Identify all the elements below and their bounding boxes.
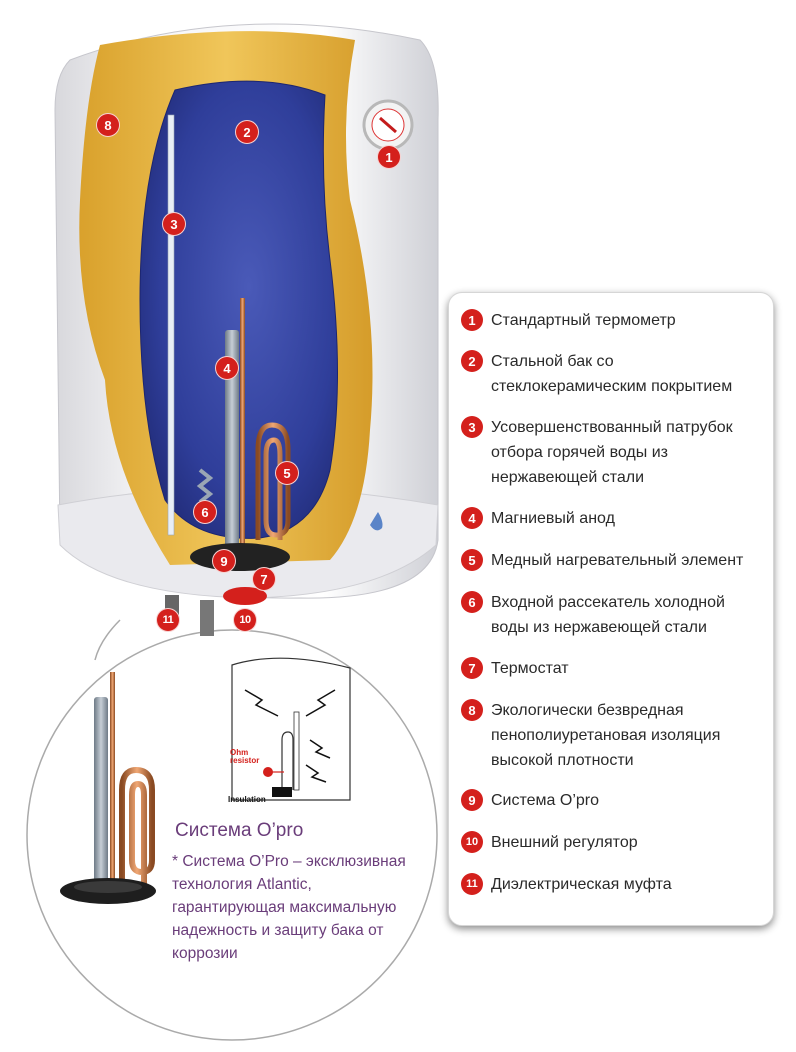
inset-lightning-2 <box>305 689 336 717</box>
opro-title: Система O’pro <box>175 820 304 841</box>
legend-item-4: 4 Магниевый анод <box>461 506 761 531</box>
legend-badge: 9 <box>461 789 483 811</box>
detail-anode <box>94 697 108 892</box>
insulation-label: Insulation <box>228 795 266 804</box>
callout-5: 5 <box>275 461 299 485</box>
cold-water-diffuser <box>196 468 214 504</box>
legend-badge: 6 <box>461 591 483 613</box>
legend-item-7: 7 Термостат <box>461 656 761 681</box>
inset-lightning-4 <box>305 764 327 783</box>
callout-10: 10 <box>233 608 257 632</box>
legend-item-3: 3 Усовершенствованный патрубок отбора го… <box>461 415 761 490</box>
legend-item-8: 8 Экологически безвредная пенополиуретан… <box>461 698 761 773</box>
hot-water-pipe <box>167 114 175 536</box>
circle-connector <box>94 619 121 661</box>
legend-text: Система O’pro <box>491 792 600 809</box>
callout-6: 6 <box>193 500 217 524</box>
legend-badge: 10 <box>461 831 483 853</box>
legend-item-1: 1 Стандартный термометр <box>461 308 761 333</box>
callout-3: 3 <box>162 212 186 236</box>
detail-copper-rod <box>110 672 115 892</box>
legend-text: Стандартный термометр <box>491 312 676 329</box>
opro-description: * Система O’Pro – эксклюзивная технологи… <box>172 853 406 962</box>
opro-flange <box>190 543 290 571</box>
legend-badge: 7 <box>461 657 483 679</box>
callout-4: 4 <box>215 356 239 380</box>
legend-text: Внешний регулятор <box>491 834 638 851</box>
callout-8: 8 <box>96 113 120 137</box>
legend-badge: 5 <box>461 549 483 571</box>
legend-item-2: 2 Стальной бак со стеклокерамическим пок… <box>461 349 741 399</box>
callout-7: 7 <box>252 567 276 591</box>
external-regulator <box>223 587 267 605</box>
legend-text: Входной рассекатель холодной воды из нер… <box>491 594 725 636</box>
legend-text: Магниевый анод <box>491 510 615 527</box>
legend-text: Диэлектрическая муфта <box>491 876 672 893</box>
legend-item-6: 6 Входной рассекатель холодной воды из н… <box>461 590 753 640</box>
inset-lightning-1 <box>244 689 279 717</box>
ohm-label: Ohm resistor <box>230 748 259 765</box>
legend-badge: 1 <box>461 309 483 331</box>
thermometer-needle <box>379 116 397 134</box>
ohm-label-line-2: resistor <box>230 756 260 765</box>
detail-flange-top <box>74 881 142 893</box>
legend-item-11: 11 Диэлектрическая муфта <box>461 872 761 897</box>
inset-tank-outline <box>231 657 351 801</box>
legend-badge: 2 <box>461 350 483 372</box>
steel-tank <box>139 80 338 539</box>
legend-item-10: 10 Внешний регулятор <box>461 830 761 855</box>
inset-rod <box>293 711 300 791</box>
legend-item-5: 5 Медный нагревательный элемент <box>461 548 761 573</box>
legend-text: Термостат <box>491 660 569 677</box>
callout-9: 9 <box>212 549 236 573</box>
legend-badge: 3 <box>461 416 483 438</box>
ohm-label-line-1: Ohm <box>230 748 249 757</box>
inset-coil <box>281 731 294 790</box>
legend-text: Медный нагревательный элемент <box>491 552 744 569</box>
inset-lightning-3 <box>309 739 331 759</box>
callout-2: 2 <box>235 120 259 144</box>
outlet-pipe <box>200 600 214 636</box>
callout-1: 1 <box>377 145 401 169</box>
legend-item-9: 9 Система O’pro <box>461 788 761 813</box>
inset-diagram <box>231 657 351 801</box>
detail-copper-coil <box>119 766 155 885</box>
copper-heating-element <box>255 422 291 540</box>
legend-text: Стальной бак со стеклокерамическим покры… <box>491 353 733 395</box>
legend-text: Экологически безвредная пенополиуретанов… <box>491 702 721 769</box>
ohm-resistor <box>263 767 273 777</box>
legend-panel: 1 Стандартный термометр 2 Стальной бак с… <box>448 292 774 926</box>
copper-rod <box>240 298 245 560</box>
legend-badge: 8 <box>461 699 483 721</box>
legend-badge: 4 <box>461 507 483 529</box>
callout-11: 11 <box>156 608 180 632</box>
magnesium-anode <box>225 330 239 560</box>
drop-logo <box>370 512 383 531</box>
legend-badge: 11 <box>461 873 483 895</box>
legend-text: Усовершенствованный патрубок отбора горя… <box>491 419 733 486</box>
inset-flange <box>272 787 292 797</box>
